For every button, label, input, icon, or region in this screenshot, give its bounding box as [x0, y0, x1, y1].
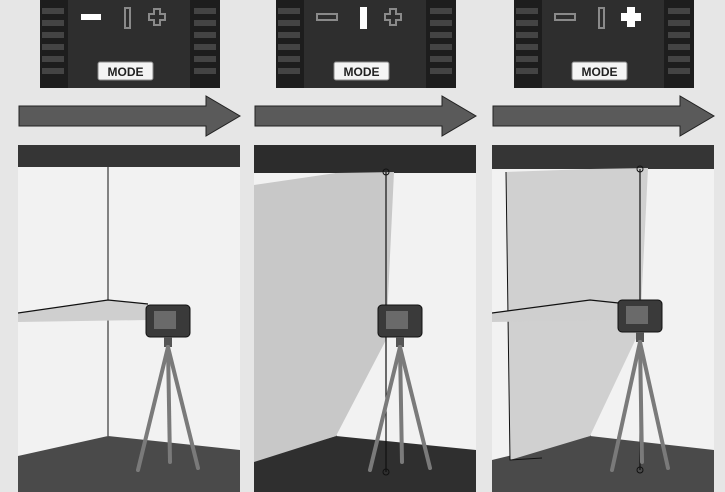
- left-grip: [40, 0, 68, 88]
- mode-label: MODE: [108, 65, 144, 79]
- right-arrow: [493, 96, 714, 136]
- panel-graphic: MODE: [18, 0, 248, 492]
- control-pad: MODE: [276, 0, 456, 88]
- ceiling: [254, 145, 476, 173]
- minus-icon: [81, 14, 101, 20]
- ceiling: [18, 145, 240, 167]
- panel-horizontal-mode: MODE: [18, 0, 248, 492]
- bar-icon: [360, 7, 367, 29]
- room-scene: [492, 145, 714, 492]
- room-scene: [18, 145, 240, 492]
- control-pad: MODE: [514, 0, 694, 88]
- left-grip: [276, 0, 304, 88]
- room-scene: [254, 145, 476, 492]
- right-grip: [426, 0, 456, 88]
- left-grip: [514, 0, 542, 88]
- right-arrow: [255, 96, 476, 136]
- panel-cross-mode: MODE: [492, 0, 722, 492]
- panel-graphic: MODE: [254, 0, 484, 492]
- right-arrow: [19, 96, 240, 136]
- right-grip: [190, 0, 220, 88]
- mode-label: MODE: [582, 65, 618, 79]
- control-pad: MODE: [40, 0, 220, 88]
- ceiling: [492, 145, 714, 169]
- panel-vertical-mode: MODE: [254, 0, 484, 492]
- panel-graphic: MODE: [492, 0, 722, 492]
- mode-label: MODE: [344, 65, 380, 79]
- right-grip: [664, 0, 694, 88]
